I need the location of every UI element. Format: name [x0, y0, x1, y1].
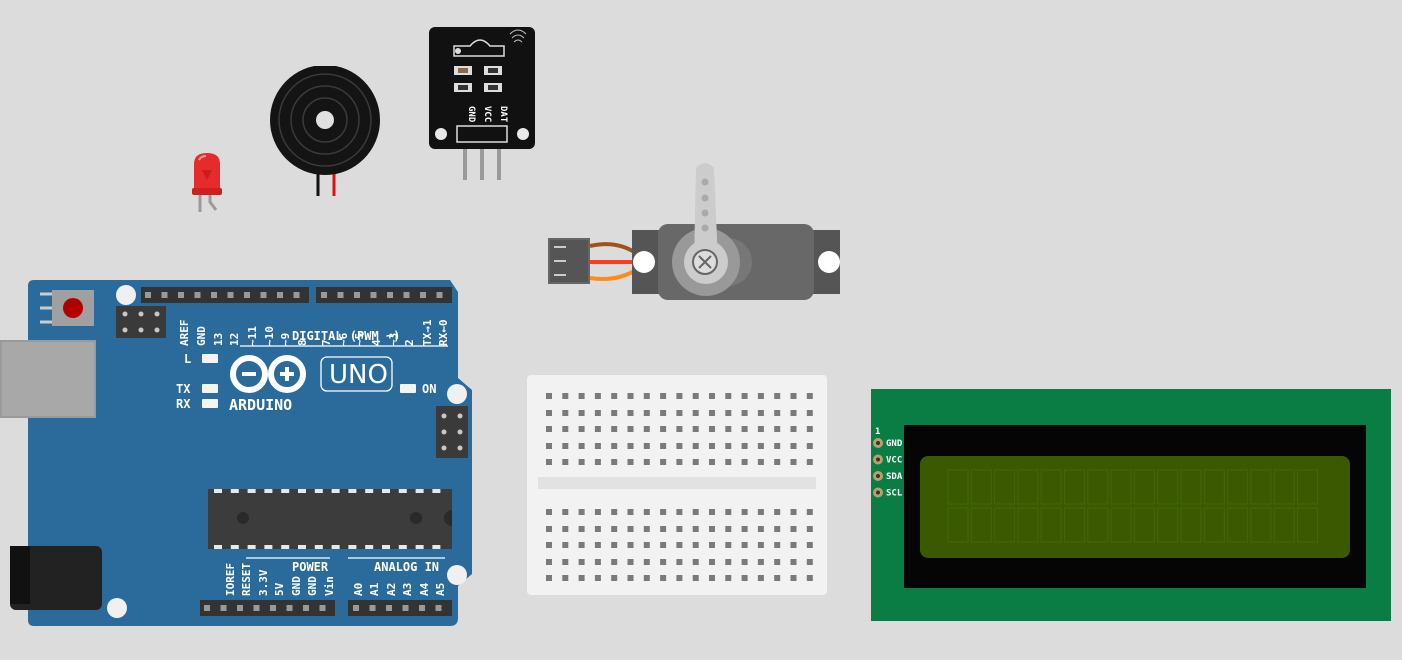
arduino-pin-label: 13 [212, 333, 225, 346]
red-led[interactable] [186, 150, 230, 216]
led-tx-indicator [202, 384, 218, 393]
arduino-power-pin-label: GND [290, 576, 303, 596]
arduino-pin-label: RX←0 [437, 320, 450, 347]
arduino-brand: ARDUINO [229, 396, 292, 414]
arduino-pin-label: ~11 [246, 326, 259, 346]
led-on-indicator [400, 384, 416, 393]
arduino-power-pin-label: IOREF [224, 563, 237, 596]
led-l-indicator [202, 354, 218, 363]
led-rx-indicator [202, 399, 218, 408]
analog-header[interactable] [348, 600, 452, 616]
arduino-pin-label: ~9 [279, 333, 292, 346]
arduino-power-pin-label: GND [306, 576, 319, 596]
power-jack [10, 546, 102, 610]
arduino-pin-label: 8 [296, 339, 309, 346]
arduino-pin-label: 7 [320, 339, 333, 346]
arduino-pin-label: 12 [228, 333, 241, 346]
arduino-analog-pin-label: A0 [352, 583, 365, 596]
led-rx-label: RX [176, 397, 191, 411]
arduino-power-pin-label: 5V [273, 582, 286, 596]
led-l-label: L [184, 352, 191, 366]
arduino-power-pin-label: 3.3V [257, 569, 270, 596]
digital-header-left[interactable] [141, 287, 309, 303]
lcd-pin-label: SDA [886, 472, 903, 482]
arduino-analog-pin-label: A2 [385, 583, 398, 596]
ir-receiver-module[interactable]: GND VCC DAT [428, 26, 538, 184]
atmega-chip [208, 489, 452, 549]
arduino-logo-icon [230, 355, 306, 393]
ir-pin-label: GND [466, 106, 476, 123]
arduino-analog-pin-label: A1 [368, 582, 381, 596]
arduino-analog-pin-label: A3 [401, 583, 414, 596]
servo-motor[interactable] [546, 158, 844, 304]
arduino-pin-label: ~10 [263, 326, 276, 346]
digital-label: DIGITAL (PWM ~) [292, 329, 400, 343]
arduino-pin-label: ~3 [387, 333, 400, 346]
power-header[interactable] [200, 600, 335, 616]
lcd-pin-label: VCC [886, 456, 902, 466]
arduino-power-pin-label: RESET [240, 563, 253, 596]
lcd-pin-label: SCL [886, 489, 903, 499]
arduino-pin-label: AREF [178, 320, 191, 347]
piezo-buzzer[interactable] [268, 66, 382, 198]
arduino-analog-pin-label: A4 [418, 582, 431, 596]
lcd-1602-i2c[interactable]: 1 GND VCC SDA SCL [870, 388, 1394, 624]
digital-header-right[interactable] [316, 287, 452, 303]
lcd-screen [920, 456, 1350, 558]
ir-pin-label: DAT [498, 106, 508, 123]
arduino-pin-label: ~5 [353, 333, 366, 346]
led-on-label: ON [422, 382, 436, 396]
reset-button[interactable] [52, 290, 94, 326]
arduino-pin-label: 2 [403, 339, 416, 346]
lcd-pin-1-marker: 1 [875, 427, 880, 437]
ir-pin-label: VCC [482, 106, 492, 122]
led-tx-label: TX [176, 382, 191, 396]
power-label: POWER [292, 560, 329, 574]
arduino-power-pin-label: Vin [323, 576, 336, 596]
arduino-analog-pin-label: A5 [434, 583, 447, 596]
arduino-pin-label: TX→1 [421, 319, 434, 346]
arduino-pin-label: ~6 [337, 332, 350, 346]
arduino-model: UNO [329, 360, 388, 390]
lcd-pin-label: GND [886, 439, 903, 449]
mini-breadboard[interactable] [526, 374, 828, 596]
arduino-pin-label: GND [195, 326, 208, 346]
analog-label: ANALOG IN [374, 560, 439, 574]
arduino-pin-label: 4 [370, 339, 383, 346]
